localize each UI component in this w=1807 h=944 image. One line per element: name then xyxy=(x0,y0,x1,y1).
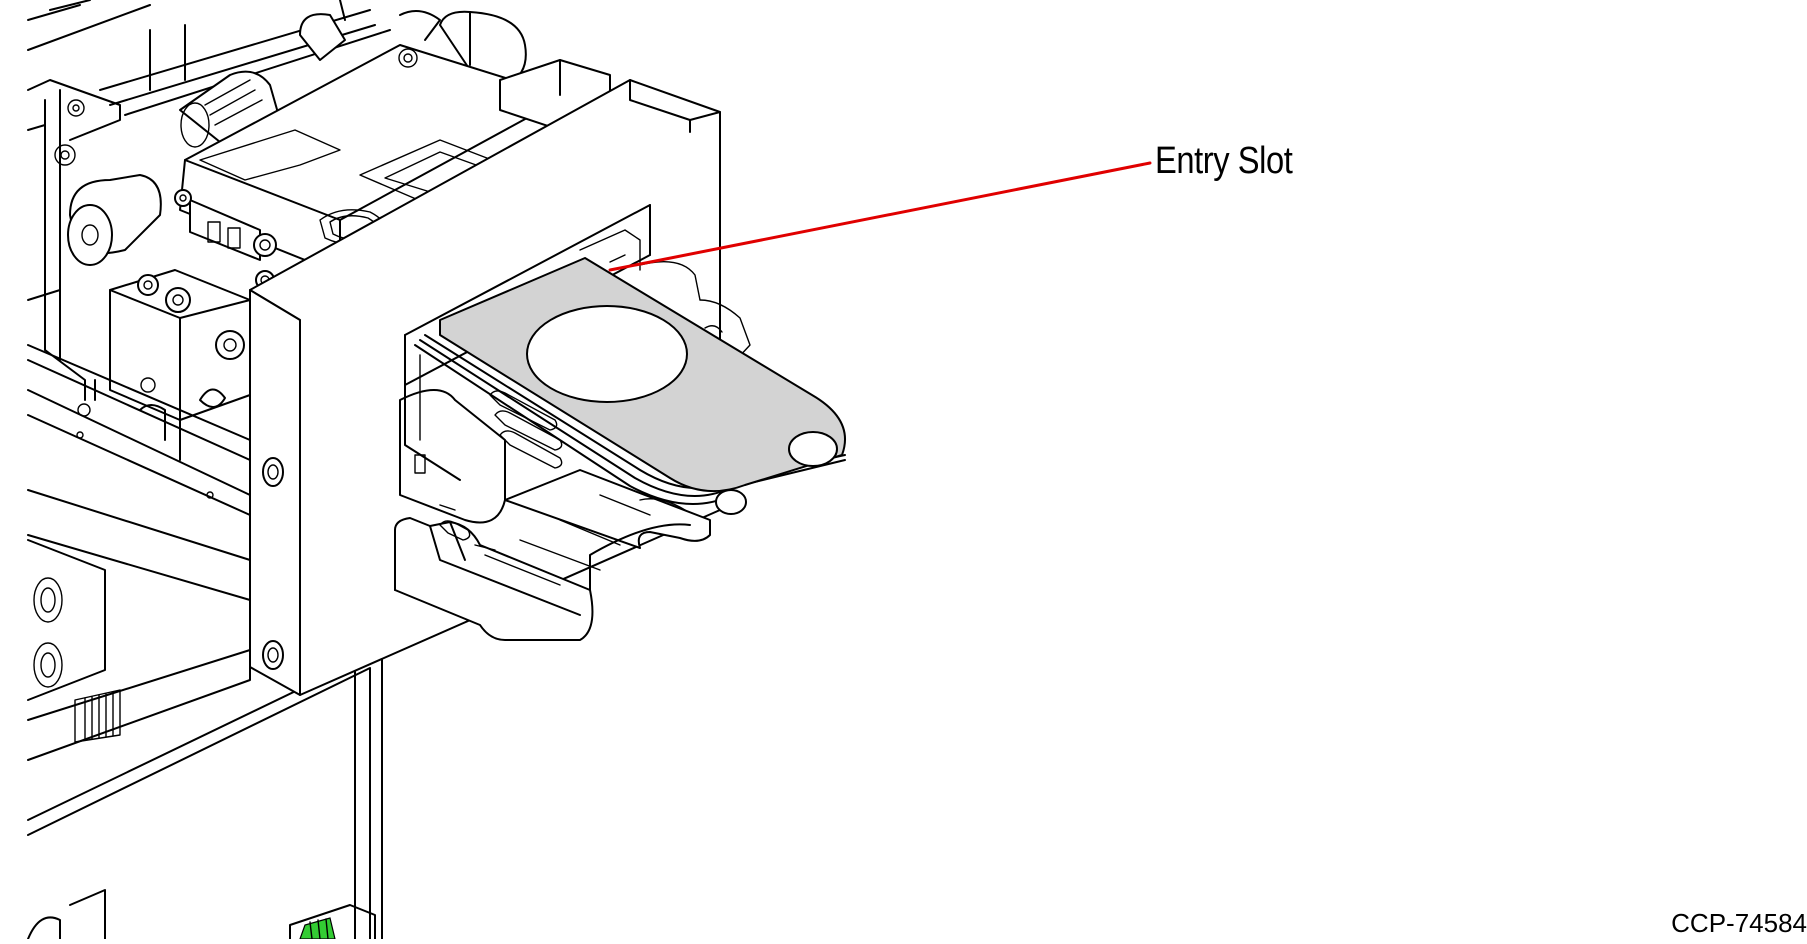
entry-slot-label: Entry Slot xyxy=(1155,140,1293,182)
vent-grille xyxy=(74,689,121,743)
figure-id-label: CCP-74584 xyxy=(1671,908,1807,938)
output-tray xyxy=(394,349,711,641)
base-unit xyxy=(27,489,383,940)
card-hole-small-left xyxy=(715,489,747,515)
card xyxy=(414,257,847,515)
green-connector xyxy=(299,917,336,940)
callout-leader-line xyxy=(608,161,1152,272)
card-hole-small-right xyxy=(788,431,838,467)
card-hole-large xyxy=(526,305,688,403)
